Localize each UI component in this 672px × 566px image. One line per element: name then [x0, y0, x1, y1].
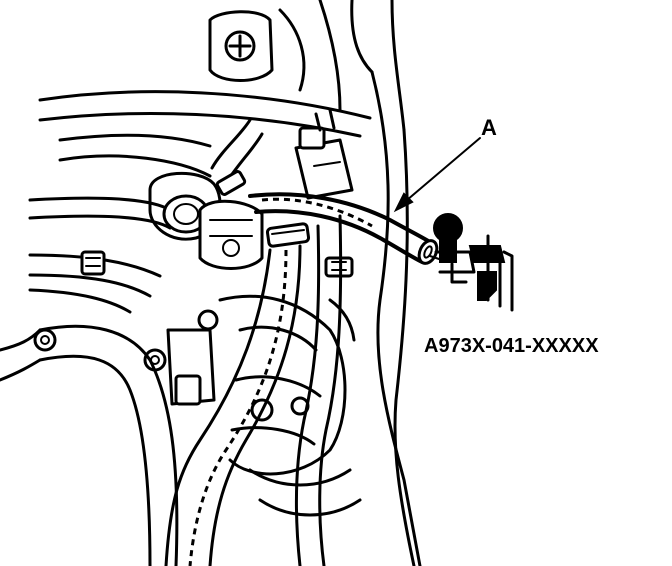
hose-icon: [248, 192, 439, 265]
engine-assembly-icon: [0, 0, 422, 566]
hose-callout-label: A: [481, 115, 497, 140]
leader-line-a: [393, 137, 481, 213]
hose-clamp-icon: [215, 170, 311, 248]
tool-part-number: A973X-041-XXXXX: [424, 335, 599, 357]
vacuum-pump-icon: [429, 213, 514, 312]
